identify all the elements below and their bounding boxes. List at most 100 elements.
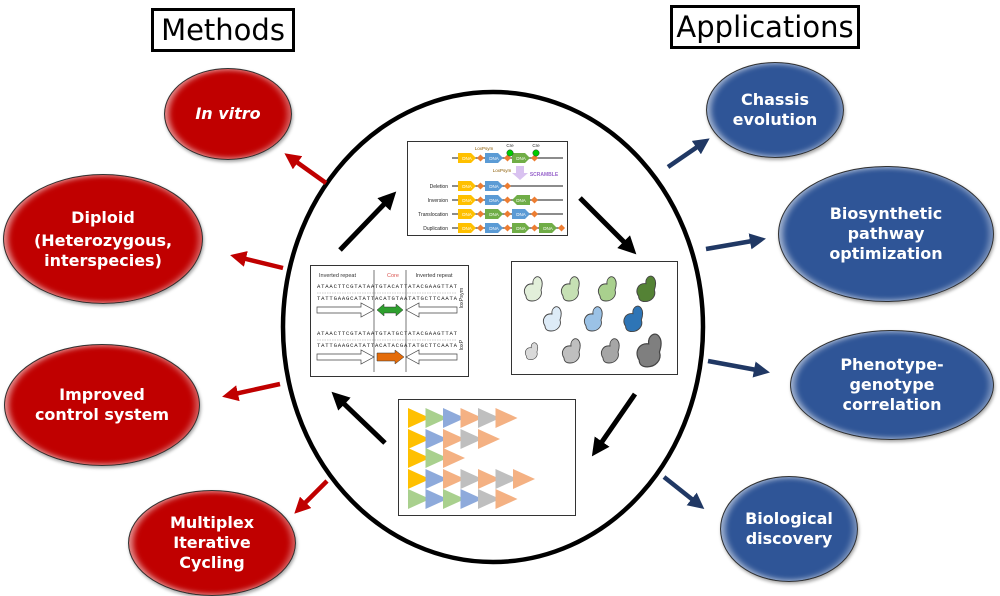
gene-element-triangle <box>443 448 465 468</box>
dna-label: DNA <box>489 198 499 203</box>
yeast-cell-icon <box>560 276 580 302</box>
loxpsym-site <box>503 210 512 218</box>
row-label: Inversion <box>428 198 449 204</box>
inverted-repeat-arrow-icon <box>405 349 458 365</box>
gene-element-triangle <box>425 408 448 428</box>
yeast-cell-icon <box>600 338 620 364</box>
app-biosynthetic: Biosynthetic pathway optimization <box>778 166 994 302</box>
method-improved-control-line2: control system <box>34 405 170 424</box>
loxpsym-site <box>503 224 512 232</box>
site-name-label: loxP <box>459 339 465 350</box>
loxpsym-label: LoxPsym <box>475 146 494 151</box>
dna-label: DNA <box>462 212 472 217</box>
loxpsym-site <box>476 210 485 218</box>
method-multiplex: Multiplex Iterative Cycling <box>128 490 296 596</box>
gene-element-triangle <box>425 429 448 449</box>
loxpsym-site <box>476 154 485 162</box>
app-phenotype-line2: genotype <box>849 375 935 394</box>
yeast-cell-icon <box>524 342 539 361</box>
gene-element-triangle <box>460 429 483 449</box>
app-chassis-line1: Chassis <box>741 90 809 109</box>
yeast-cell <box>542 306 562 332</box>
method-in-vitro-label: In vitro <box>195 104 261 123</box>
dna-segment <box>485 153 503 163</box>
method-multiplex-line3: Cycling <box>179 553 245 572</box>
dna-segment <box>512 223 530 233</box>
app-biological: Biological discovery <box>720 476 858 582</box>
cycle-ellipse <box>280 89 706 565</box>
dna-label: DNA <box>462 226 472 231</box>
dna-label: DNA <box>516 156 526 161</box>
yeast-cell-icon <box>636 333 662 368</box>
app-biological-line1: Biological <box>745 509 833 528</box>
loxpsym-site <box>476 182 485 190</box>
gene-element-triangle <box>443 429 465 449</box>
core-label: Core <box>387 273 399 279</box>
dna-label: DNA <box>462 156 472 161</box>
gene-element-triangle <box>408 408 430 428</box>
yeast-cell-icon <box>561 338 581 364</box>
sequence-bottom-strand: TATTGAAGCATATTACATGTAATATGCTTCAATA <box>317 295 458 302</box>
method-diploid-line1: Diploid <box>71 207 135 227</box>
gene-element-triangle <box>408 469 430 489</box>
app-chassis-line2: evolution <box>732 110 818 129</box>
dna-label: DNA <box>516 212 526 217</box>
arrow-to-phenotype <box>707 358 770 378</box>
yeast-cells-panel <box>511 261 678 375</box>
applications-header: Applications <box>670 5 860 49</box>
method-in-vitro: In vitro <box>164 68 292 160</box>
dna-segment <box>458 223 476 233</box>
scramble-label: SCRAMBLE <box>530 172 559 178</box>
method-multiplex-line1: Multiplex <box>169 513 255 532</box>
row-label: Duplication <box>423 226 448 232</box>
dna-label: DNA <box>462 184 472 189</box>
yeast-cell-icon <box>523 276 543 302</box>
loxpsym-site <box>530 196 539 204</box>
dna-segment <box>485 181 503 191</box>
methods-header-label: Methods <box>161 13 285 47</box>
cycle-arrow-loxp-to-scramble <box>338 191 397 252</box>
gene-element-triangle <box>408 448 430 468</box>
yeast-cell <box>583 306 603 332</box>
dna-segment <box>485 223 503 233</box>
loxpsym-site <box>476 196 485 204</box>
row-label: Deletion <box>430 184 449 190</box>
gene-element-triangle <box>478 469 500 489</box>
gene-element-triangle <box>495 469 518 489</box>
inverted-repeat-arrow-icon <box>405 302 458 318</box>
gene-element-triangle <box>425 489 448 509</box>
yeast-cell <box>623 305 644 333</box>
dna-label: DNA <box>543 226 553 231</box>
app-phenotype-line1: Phenotype- <box>840 355 944 374</box>
app-biosynthetic-line2: pathway <box>847 224 925 243</box>
gene-element-triangle <box>443 469 465 489</box>
loxpsym-site <box>503 196 512 204</box>
sequence-bottom-strand: TATTGAAGCATATTACATACGATATGCTTCAATA <box>317 342 458 349</box>
methods-header: Methods <box>151 8 295 52</box>
dna-label: DNA <box>489 212 499 217</box>
yeast-cell <box>560 276 580 302</box>
symmetric-core-arrow-icon <box>376 303 404 317</box>
arrow-to-biological <box>662 475 705 510</box>
app-phenotype: Phenotype- genotype correlation <box>790 330 994 440</box>
sequence-top-strand: ATAACTTCGTATAATGTATGCTATACGAAGTTAT <box>317 330 458 337</box>
loxpsym-site <box>503 182 512 190</box>
gene-element-triangle <box>408 429 430 449</box>
method-diploid-line2: (Heterozygous, <box>33 230 173 250</box>
app-biosynthetic-line1: Biosynthetic <box>829 204 943 223</box>
method-improved-control-line1: Improved <box>59 385 145 404</box>
arrow-to-in-vitro <box>284 153 328 185</box>
dna-segment <box>458 153 476 163</box>
arrow-to-chassis <box>666 138 710 169</box>
yeast-cell <box>561 338 581 364</box>
yeast-cell-icon <box>636 275 657 303</box>
dna-label: DNA <box>489 156 499 161</box>
arrays-diagram <box>408 408 535 509</box>
cre-recombinase-icon <box>506 149 514 157</box>
app-chassis: Chassis evolution <box>706 62 844 158</box>
inverted-repeat-label: Inverted repeat <box>416 273 453 279</box>
loxpsym-site <box>476 224 485 232</box>
